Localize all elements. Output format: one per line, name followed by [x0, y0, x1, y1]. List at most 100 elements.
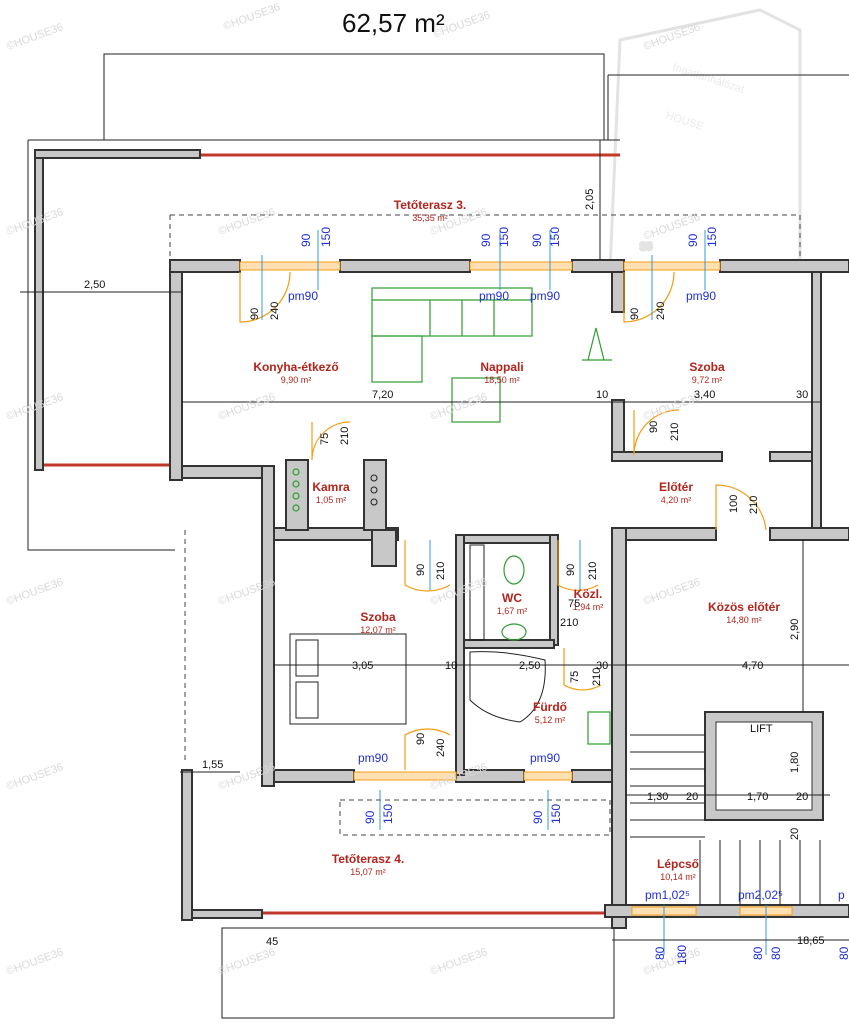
opening-label: 150 [497, 227, 511, 247]
lift-label: LIFT [750, 723, 773, 735]
opening-label: 240 [269, 302, 281, 320]
watermark-stamp: ©HOUSE36 [5, 21, 65, 53]
dimension-label: 1,30 [647, 791, 668, 803]
opening-label: 150 [548, 227, 562, 247]
dimension-label: 20 [789, 828, 801, 840]
room-area: 1,67 m² [497, 606, 528, 616]
dimension-label: 18,65 [797, 935, 825, 947]
opening-label: 150 [705, 227, 719, 247]
room-name: Szoba [360, 610, 396, 624]
total-area-title: 62,57 m² [342, 8, 445, 38]
opening-label: 210 [339, 427, 351, 445]
opening-label: 90 [686, 233, 700, 247]
dimension-label: 1,70 [747, 791, 768, 803]
opening-label: 210 [669, 423, 681, 441]
room-area: 9,72 m² [692, 375, 723, 385]
opening-label: 150 [549, 804, 563, 824]
opening-label: 80 [837, 946, 849, 960]
watermark-stamp: ©HOUSE36 [429, 946, 489, 978]
opening-label: 90 [648, 421, 660, 433]
watermark-stamp: ©HOUSE36 [5, 946, 65, 978]
room-name: Közös előtér [708, 600, 780, 614]
opening-label: 75 [319, 433, 331, 445]
dimension-label: 20 [686, 791, 698, 803]
opening-label: 90 [565, 564, 577, 576]
watermark-stamp: ©HOUSE36 [642, 576, 702, 608]
opening-label: 90 [531, 810, 545, 824]
dimension-label: 2,05 [584, 189, 596, 210]
dimension-labels: 2,50 2,05 7,20 10 3,40 30 3,05 10 2,50 3… [84, 189, 825, 948]
opening-label: 75 [569, 671, 581, 683]
dimension-label: 210 [560, 617, 578, 629]
dimension-label: 20 [796, 791, 808, 803]
opening-label: 210 [587, 562, 599, 580]
stairs [630, 734, 821, 905]
dimension-label: 10 [445, 660, 457, 672]
dimension-label: 7,20 [372, 389, 393, 401]
dimension-lines [20, 140, 849, 941]
dimension-label: 2,50 [519, 660, 540, 672]
opening-label: pm90 [530, 751, 560, 765]
room-area: 5,12 m² [535, 715, 566, 725]
opening-label: 75 [568, 598, 580, 610]
opening-label: 80 [769, 946, 783, 960]
dimension-label: 30 [796, 389, 808, 401]
room-name: Kamra [312, 480, 350, 494]
room-labels: Tetőterasz 3. 35,35 m² Konyha-étkező 9,9… [253, 198, 780, 882]
room-name: Szoba [689, 360, 725, 374]
opening-label: 240 [655, 302, 667, 320]
outline-lines [27, 53, 849, 1019]
opening-label: pm90 [686, 289, 716, 303]
room-name: Nappali [480, 360, 523, 374]
watermark-stamp: ©HOUSE36 [222, 1, 282, 33]
watermark-stamp: ©HOUSE36 [217, 391, 277, 423]
room-area: 1,05 m² [316, 495, 347, 505]
opening-label: pm90 [358, 751, 388, 765]
room-area: 9,90 m² [281, 375, 312, 385]
watermark-stamp: ©HOUSE36 [217, 206, 277, 238]
room-name: Közl. [574, 587, 603, 601]
room-area: 15,07 m² [350, 867, 386, 877]
dimension-label: 1,80 [789, 752, 801, 773]
opening-label: 90 [479, 233, 493, 247]
opening-label: pm2,02⁵ [738, 888, 783, 902]
room-area: 12,07 m² [360, 625, 396, 635]
dimension-label: 30 [596, 660, 608, 672]
opening-label: 90 [415, 733, 427, 745]
dimension-label: 3,40 [694, 389, 715, 401]
opening-label: 150 [319, 227, 333, 247]
opening-label: pm90 [479, 289, 509, 303]
opening-label: pm1,02⁵ [645, 888, 690, 902]
watermark-stamp: ©HOUSE36 [642, 946, 702, 978]
room-area: 10,14 m² [660, 872, 696, 882]
room-area: 14,80 m² [726, 615, 762, 625]
watermark-stamp: ©HOUSE36 [642, 391, 702, 423]
dimension-label: 2,90 [789, 619, 801, 640]
watermark-stamp: ©HOUSE36 [5, 576, 65, 608]
dimension-label: 10 [596, 389, 608, 401]
room-name: Tetőterasz 3. [394, 198, 466, 212]
dimension-label: 45 [266, 936, 278, 948]
dimension-label: 1,55 [202, 759, 223, 771]
opening-label: 90 [363, 810, 377, 824]
opening-label: 90 [530, 233, 544, 247]
opening-label: 210 [591, 668, 603, 686]
room-name: Tetőterasz 4. [332, 852, 404, 866]
opening-label: 90 [299, 233, 313, 247]
room-name: Fürdő [533, 700, 567, 714]
opening-label: pm90 [530, 289, 560, 303]
room-name: WC [502, 591, 522, 605]
opening-label: 90 [629, 308, 641, 320]
room-name: Lépcső [657, 857, 699, 871]
watermark-stamp: ©HOUSE36 [217, 946, 277, 978]
room-area: 35,35 m² [412, 213, 448, 223]
watermark-stamp: ©HOUSE36 [5, 761, 65, 793]
dimension-label: 4,70 [742, 660, 763, 672]
opening-label: 210 [435, 562, 447, 580]
logo-main-text: HOUSE [664, 109, 705, 133]
door-swings [239, 271, 767, 770]
opening-label: 80 [751, 946, 765, 960]
dimension-label: 2,50 [84, 279, 105, 291]
logo-top-text: Ingatlanhálózat [671, 61, 746, 95]
